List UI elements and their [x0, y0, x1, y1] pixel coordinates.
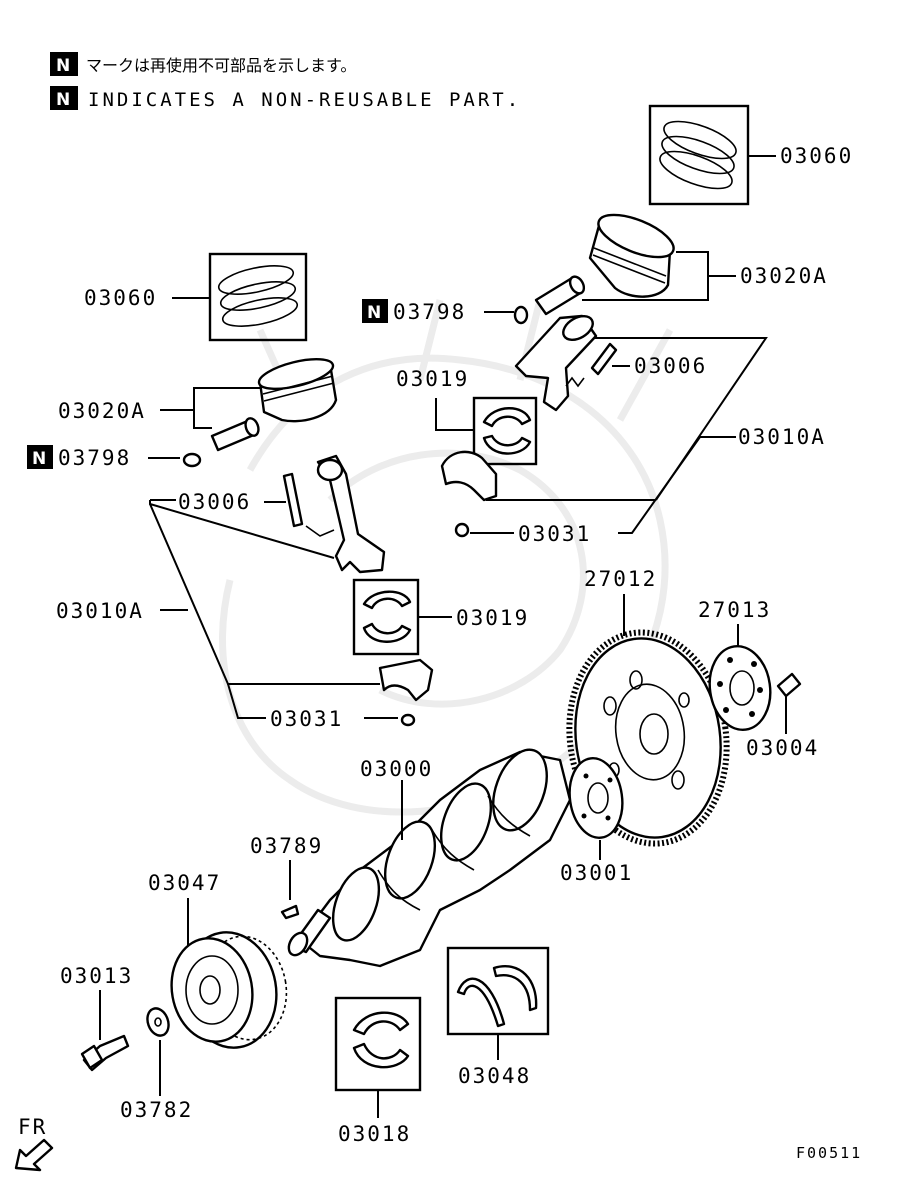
crank-sprocket[interactable]: 03001: [560, 755, 633, 885]
label-rod-assy-right: 03010A: [738, 425, 826, 449]
label-rings-right: 03060: [780, 144, 853, 168]
diagram-code: F00511: [796, 1144, 862, 1162]
rod-nut-right[interactable]: 03031: [454, 436, 701, 546]
svg-text:N: N: [56, 56, 70, 76]
piston-rings-right[interactable]: 03060: [648, 104, 853, 206]
front-direction-indicator: FR: [14, 1115, 54, 1172]
pulley-bolt[interactable]: 03013: [60, 964, 133, 1072]
svg-text:N: N: [367, 303, 381, 323]
label-thrust-bearing: 03048: [458, 1064, 531, 1088]
label-clip-left: 03798: [58, 446, 131, 470]
label-bolt-right: 03006: [634, 354, 707, 378]
label-crankshaft: 03000: [360, 757, 433, 781]
label-washer: 03782: [120, 1098, 193, 1122]
label-main-bearing: 03018: [338, 1122, 411, 1146]
main-bearing[interactable]: 03018: [334, 996, 422, 1146]
label-rod-bearing-right: 03019: [396, 367, 469, 391]
woodruff-key[interactable]: 03789: [250, 834, 323, 920]
rod-cap-right[interactable]: 03010A: [440, 337, 826, 502]
label-nut-right: 03031: [518, 522, 591, 546]
note-english-text: INDICATES A NON-REUSABLE PART.: [88, 89, 521, 111]
label-clip-right: 03798: [393, 300, 466, 324]
piston-left[interactable]: 03020A: [58, 353, 338, 468]
label-piston-left: 03020A: [58, 399, 146, 423]
rod-bolt-left[interactable]: [282, 472, 304, 528]
rod-nut-left[interactable]: 03031: [227, 683, 416, 731]
rod-cap-left[interactable]: 03010A: [56, 499, 434, 702]
label-bolt-left: 03006: [178, 490, 251, 514]
note-japanese: N マークは再使用不可部品を示します。: [50, 52, 356, 76]
adapter-plate[interactable]: 27013: [698, 598, 776, 734]
label-flywheel-bolt: 03004: [746, 736, 819, 760]
rod-bearing-right[interactable]: 03019: [396, 367, 538, 466]
clip-label-left: N 03798: [27, 445, 180, 470]
label-flywheel: 27012: [584, 567, 657, 591]
label-crank-sprocket: 03001: [560, 861, 633, 885]
washer[interactable]: 03782: [120, 1005, 193, 1122]
svg-text:N: N: [56, 90, 70, 110]
connecting-rod-right[interactable]: 03006: [514, 311, 707, 412]
label-adapter-plate: 27013: [698, 598, 771, 622]
rod-bolt-right[interactable]: [590, 342, 618, 376]
clip-label-right: N 03798: [362, 299, 514, 324]
label-nut-left: 03031: [270, 707, 343, 731]
label-pulley: 03047: [148, 871, 221, 895]
label-rod-bearing-left: 03019: [456, 606, 529, 630]
front-label: FR: [18, 1115, 47, 1139]
piston-rings-left[interactable]: 03060: [84, 252, 308, 342]
note-english: N INDICATES A NON-REUSABLE PART.: [50, 86, 521, 111]
non-reusable-badge: [50, 86, 78, 110]
label-rod-assy-left: 03010A: [56, 599, 144, 623]
label-rings-left: 03060: [84, 286, 157, 310]
thrust-bearing[interactable]: 03048: [446, 946, 550, 1088]
crankshaft[interactable]: 03000: [285, 742, 572, 968]
svg-text:N: N: [32, 449, 46, 469]
label-key: 03789: [250, 834, 323, 858]
piston-pin-clip-left[interactable]: [182, 452, 202, 468]
note-japanese-text: マークは再使用不可部品を示します。: [86, 56, 356, 75]
crank-pulley[interactable]: 03047: [148, 871, 294, 1055]
flywheel-bolt[interactable]: 03004: [746, 672, 819, 760]
non-reusable-badge: [50, 52, 78, 76]
front-arrow-icon: [14, 1138, 54, 1172]
piston-pin-clip-right[interactable]: [513, 305, 529, 325]
rod-bearing-left[interactable]: 03019: [352, 578, 529, 656]
piston-right[interactable]: 03020A: [513, 206, 828, 325]
connecting-rod-left[interactable]: 03006: [178, 454, 386, 574]
label-pulley-bolt: 03013: [60, 964, 133, 988]
label-piston-right: 03020A: [740, 264, 828, 288]
